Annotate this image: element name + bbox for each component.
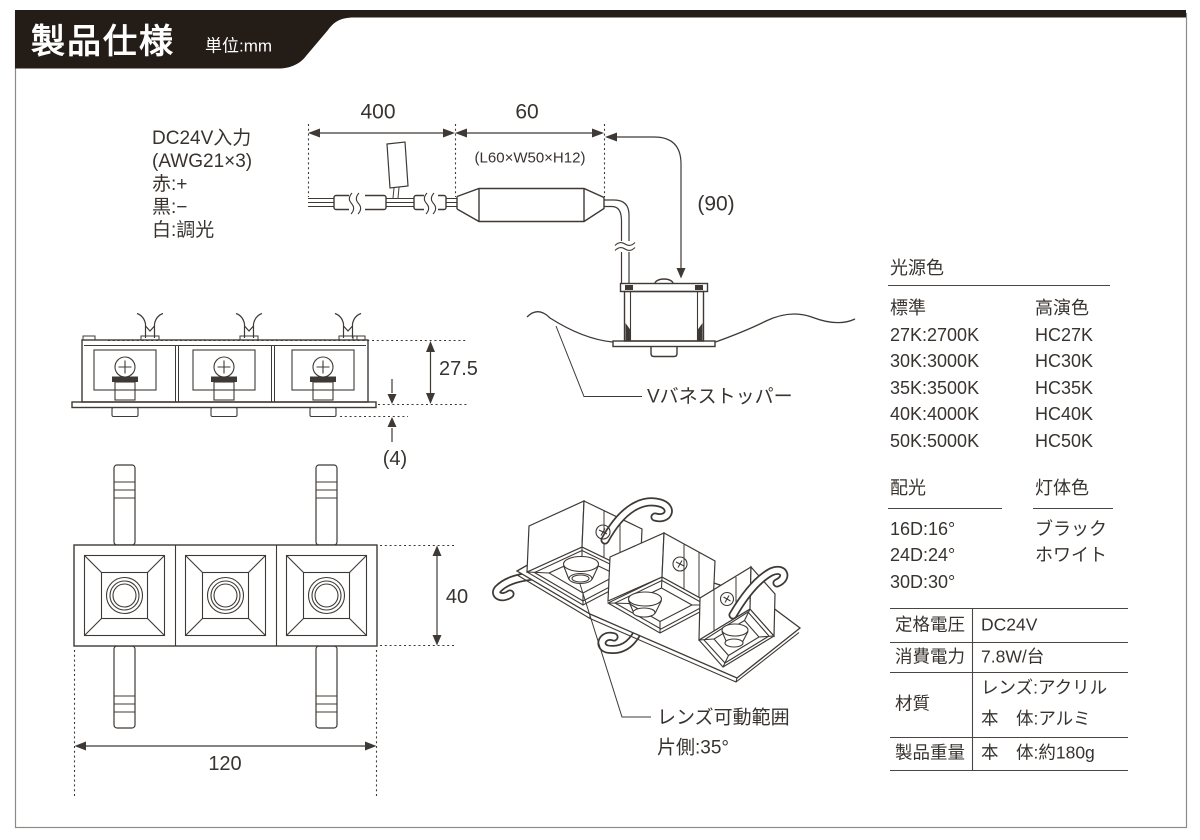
page-frame — [14, 10, 1188, 829]
ls-std-row: 40K:4000K — [890, 404, 980, 424]
spec-value: 本 体:アルミ — [981, 708, 1091, 729]
spec-value: レンズ:アクリル — [981, 677, 1108, 698]
dim-90: (90) — [697, 192, 735, 216]
input-line-1: DC24V入力 — [152, 128, 252, 149]
body-color-title: 灯体色 — [1035, 478, 1089, 498]
spec-value: 本 体:約180g — [981, 742, 1095, 763]
ls-std-row: 27K:2700K — [890, 325, 980, 345]
dim-60: 60 — [515, 100, 539, 124]
input-line-3: 赤:+ — [152, 174, 188, 195]
isometric-view-drawing — [492, 497, 802, 718]
ls-hc-row: HC50K — [1035, 431, 1094, 451]
distribution-row: 24D:24° — [890, 545, 956, 565]
front-view-drawing — [73, 464, 456, 796]
spring-strap-top — [600, 497, 673, 545]
dim-40: 40 — [445, 586, 469, 608]
page-title: 製品仕様 — [31, 23, 175, 61]
spec-value: DC24V — [981, 614, 1038, 635]
ls-hc-row: HC35K — [1035, 378, 1094, 398]
dim-27-5: 27.5 — [439, 358, 478, 380]
ls-hc-row: HC40K — [1035, 404, 1094, 424]
header-banner-shape — [15, 10, 1186, 69]
ls-std-row: 30K:3000K — [890, 351, 980, 371]
dc-input-label: DC24V入力 (AWG21×3) 赤:+ 黒:− 白:調光 — [152, 127, 252, 242]
input-line-5: 白:調光 — [152, 220, 215, 241]
dim-120: 120 — [208, 753, 242, 775]
ls-hc-row: HC30K — [1035, 351, 1094, 371]
dim-400: 400 — [360, 100, 396, 124]
distribution-row: 16D:16° — [890, 519, 956, 539]
spec-value: 7.8W/台 — [981, 646, 1045, 667]
side-view-drawing — [71, 312, 468, 442]
standard-header: 標準 — [890, 298, 926, 318]
spring-strap-right — [728, 565, 789, 620]
unit-label: 単位:mm — [205, 36, 273, 56]
distribution-title: 配光 — [890, 478, 926, 498]
high-cri-header: 高演色 — [1035, 298, 1089, 318]
spec-label: 消費電力 — [895, 646, 965, 667]
ls-hc-row: HC27K — [1035, 325, 1094, 345]
table-rules — [888, 284, 1128, 772]
v-spring-stopper-label: Vバネストッパー — [647, 386, 793, 408]
spring-strap-left — [492, 571, 537, 602]
body-color-row: ブラック — [1035, 519, 1107, 539]
body-color-row: ホワイト — [1035, 545, 1107, 565]
lens-range-label: レンズ可動範囲 — [657, 707, 790, 729]
input-line-4: 黒:− — [152, 197, 188, 218]
spring-strap-bottom — [597, 617, 647, 655]
ls-std-row: 35K:3500K — [890, 378, 980, 398]
ls-std-row: 50K:5000K — [890, 431, 980, 451]
spec-label: 定格電圧 — [895, 614, 965, 635]
distribution-row: 30D:30° — [890, 572, 956, 592]
spec-label: 材質 — [895, 693, 930, 714]
input-line-2: (AWG21×3) — [152, 151, 253, 172]
light-source-title: 光源色 — [890, 258, 944, 278]
dim-box-size: (L60×W50×H12) — [474, 149, 586, 167]
spec-label: 製品重量 — [895, 742, 965, 763]
lens-range-value: 片側:35° — [657, 737, 730, 759]
wiring-diagram-drawing — [307, 124, 856, 397]
dim-4: (4) — [382, 448, 408, 470]
